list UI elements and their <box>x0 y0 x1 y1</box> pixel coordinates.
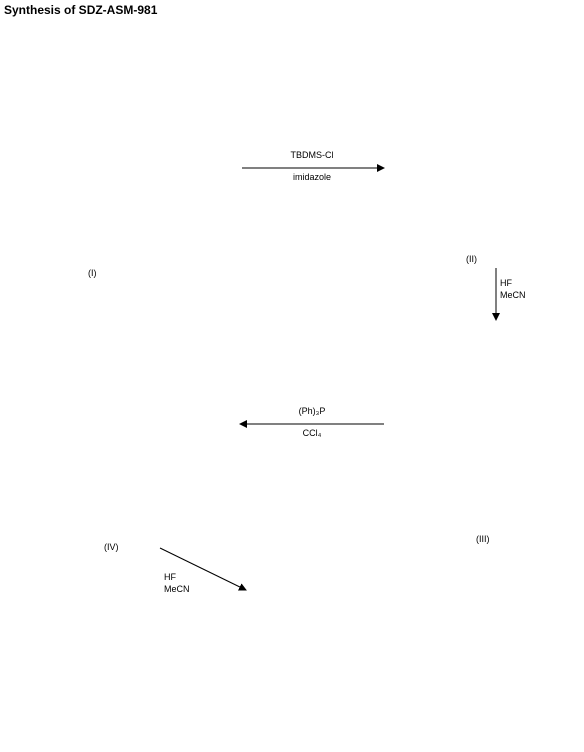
arrow-r4 <box>159 547 247 591</box>
compound-label-III: (III) <box>476 534 490 544</box>
reagent-r3-below: CCl₄ <box>302 428 322 438</box>
page-title: Synthesis of SDZ-ASM-981 <box>4 3 158 17</box>
reagent-r4-below: MeCN <box>164 584 190 594</box>
reagent-r2-above: HF <box>500 278 512 288</box>
compound-label-I: (I) <box>88 268 97 278</box>
compound-label-II: (II) <box>466 254 477 264</box>
reagent-r3-above: (Ph)₃P <box>298 406 326 416</box>
reaction-arrows <box>159 164 500 591</box>
reagent-r2-below: MeCN <box>500 290 526 300</box>
reagent-r4-above: HF <box>164 572 176 582</box>
reagent-r1-below: imidazole <box>292 172 332 182</box>
compound-label-IV: (IV) <box>104 542 119 552</box>
reagent-r1-above: TBDMS-Cl <box>290 150 334 160</box>
